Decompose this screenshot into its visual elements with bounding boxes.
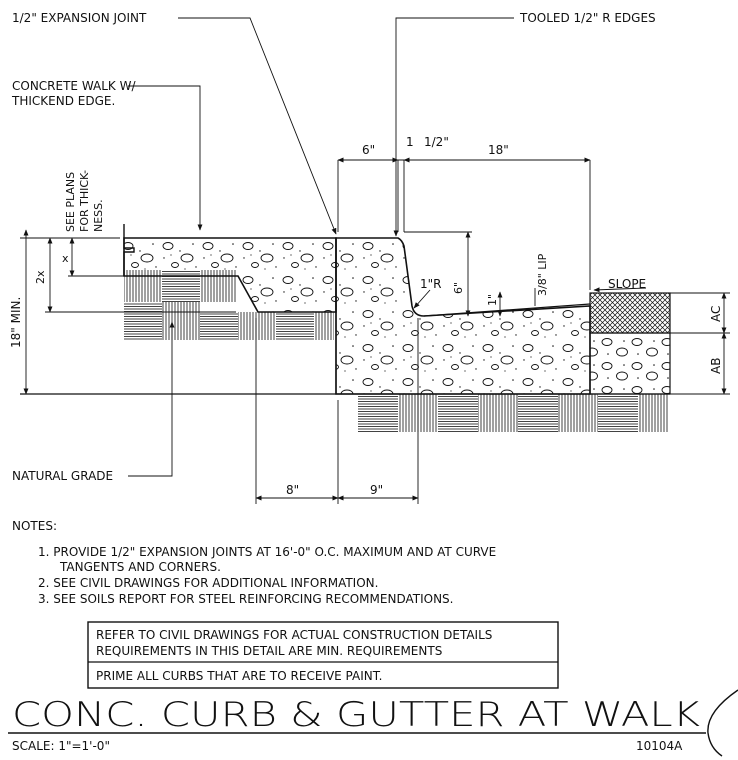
label-see-plans-3: NESS. xyxy=(92,199,105,232)
label-natural-grade: NATURAL GRADE xyxy=(12,469,113,483)
dim-18: 18" xyxy=(488,143,509,157)
note-3: 3. SEE SOILS REPORT FOR STEEL REINFORCIN… xyxy=(38,592,453,606)
label-expansion-joint: 1/2" EXPANSION JOINT xyxy=(12,11,147,25)
curb-subgrade-hatch xyxy=(358,394,668,432)
dim-1: 1 xyxy=(406,135,414,149)
drawing-title: CONC. CURB & GUTTER AT WALK xyxy=(12,695,700,735)
box-line-1: REFER TO CIVIL DRAWINGS FOR ACTUAL CONST… xyxy=(96,628,492,642)
label-ac: AC xyxy=(709,306,723,322)
dim-8: 8" xyxy=(286,483,299,497)
asphalt-concrete xyxy=(589,292,671,334)
label-lip: 3/8" LIP xyxy=(536,253,549,296)
note-2: 2. SEE CIVIL DRAWINGS FOR ADDITIONAL INF… xyxy=(38,576,378,590)
label-see-plans-1: SEE PLANS xyxy=(64,172,77,232)
label-6-vertical: 6" xyxy=(452,282,465,294)
requirements-box xyxy=(87,621,559,689)
label-concrete-walk-2: THICKEND EDGE. xyxy=(11,94,115,108)
label-ab: AB xyxy=(709,358,723,374)
box-line-2: REQUIREMENTS IN THIS DETAIL ARE MIN. REQ… xyxy=(96,644,442,658)
note-1b: TANGENTS AND CORNERS. xyxy=(59,560,221,574)
label-2x: 2x xyxy=(34,270,47,284)
dim-1-2: 1/2" xyxy=(424,135,449,149)
label-1-vertical: 1" xyxy=(486,294,499,306)
box-line-3: PRIME ALL CURBS THAT ARE TO RECEIVE PAIN… xyxy=(96,669,382,683)
dim-9: 9" xyxy=(370,483,383,497)
note-1a: 1. PROVIDE 1/2" EXPANSION JOINTS AT 16'-… xyxy=(38,545,496,559)
dim-6: 6" xyxy=(362,143,375,157)
scale-label: SCALE: 1"=1'-0" xyxy=(12,739,110,753)
label-concrete-walk-1: CONCRETE WALK W/ xyxy=(12,79,136,93)
label-1r: 1"R xyxy=(420,277,442,291)
detail-number: 10104A xyxy=(636,739,683,753)
label-x: x xyxy=(62,252,69,265)
label-18-min: 18" MIN. xyxy=(9,297,23,348)
aggregate-base xyxy=(589,332,671,395)
curb-and-gutter xyxy=(335,237,591,395)
label-slope: SLOPE xyxy=(608,277,646,291)
label-tooled-edges: TOOLED 1/2" R EDGES xyxy=(519,11,656,25)
notes-header: NOTES: xyxy=(12,519,57,533)
label-see-plans-2: FOR THICK- xyxy=(78,170,91,232)
